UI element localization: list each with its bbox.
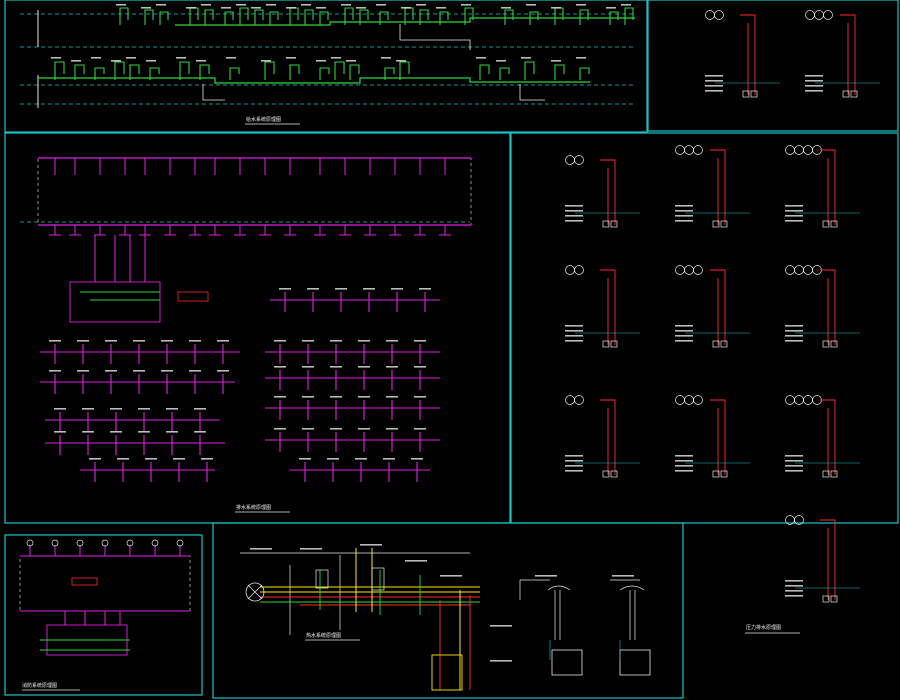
border-top-right-panel [647, 0, 899, 132]
panel-title-middle-left: 排水系统原理图 [236, 504, 271, 511]
hot-water-schematic: 热水系统原理图 [240, 544, 651, 691]
drainage-schematic: 排水系统原理图 [20, 157, 472, 513]
water-supply-schematic: 给水系统原理图 [20, 4, 635, 125]
pressure-drainage-schematic: 压力排水原理图 [565, 145, 860, 634]
border-middle-left-panel [4, 132, 511, 524]
border-bottom-left-panel [4, 534, 203, 696]
panel-title-bottom-left: 消防系统原理图 [22, 682, 57, 689]
border-bottom-mid-panel [212, 522, 684, 699]
panel-borders [4, 0, 899, 699]
border-top-left-panel [4, 0, 648, 133]
fire-system-schematic: 消防系统原理图 [19, 539, 191, 691]
panel-title-bottom-mid: 热水系统原理图 [306, 632, 341, 639]
border-right-panel [510, 132, 899, 524]
panel-title-top-left: 给水系统原理图 [246, 116, 281, 123]
panel-title-right: 压力排水原理图 [746, 624, 781, 631]
pump-schematic-top-right [705, 10, 880, 98]
